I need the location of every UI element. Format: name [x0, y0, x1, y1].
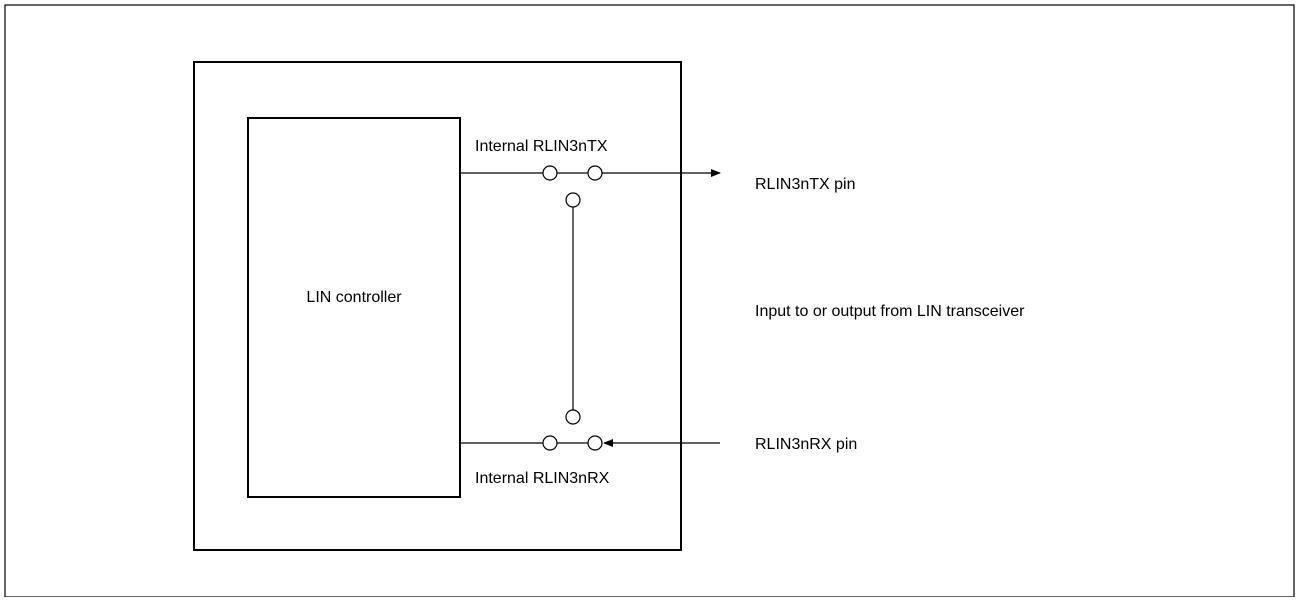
rx-pin-label: RLIN3nRX pin	[755, 436, 857, 453]
transceiver-label: Input to or output from LIN transceiver	[755, 303, 1025, 320]
lin-controller-block	[247, 117, 461, 498]
loopback-node-top	[565, 192, 581, 208]
internal-rx-label: Internal RLIN3nRX	[475, 470, 610, 487]
internal-tx-label: Internal RLIN3nTX	[475, 138, 608, 155]
loopback-node-bottom	[565, 409, 581, 425]
tx-switch-node-right	[587, 165, 603, 181]
tx-pin-label: RLIN3nTX pin	[755, 176, 856, 193]
tx-switch-node-left	[542, 165, 558, 181]
lin-controller-label: LIN controller	[306, 289, 402, 306]
rx-switch-node-left	[542, 435, 558, 451]
rx-switch-node-right	[587, 435, 603, 451]
